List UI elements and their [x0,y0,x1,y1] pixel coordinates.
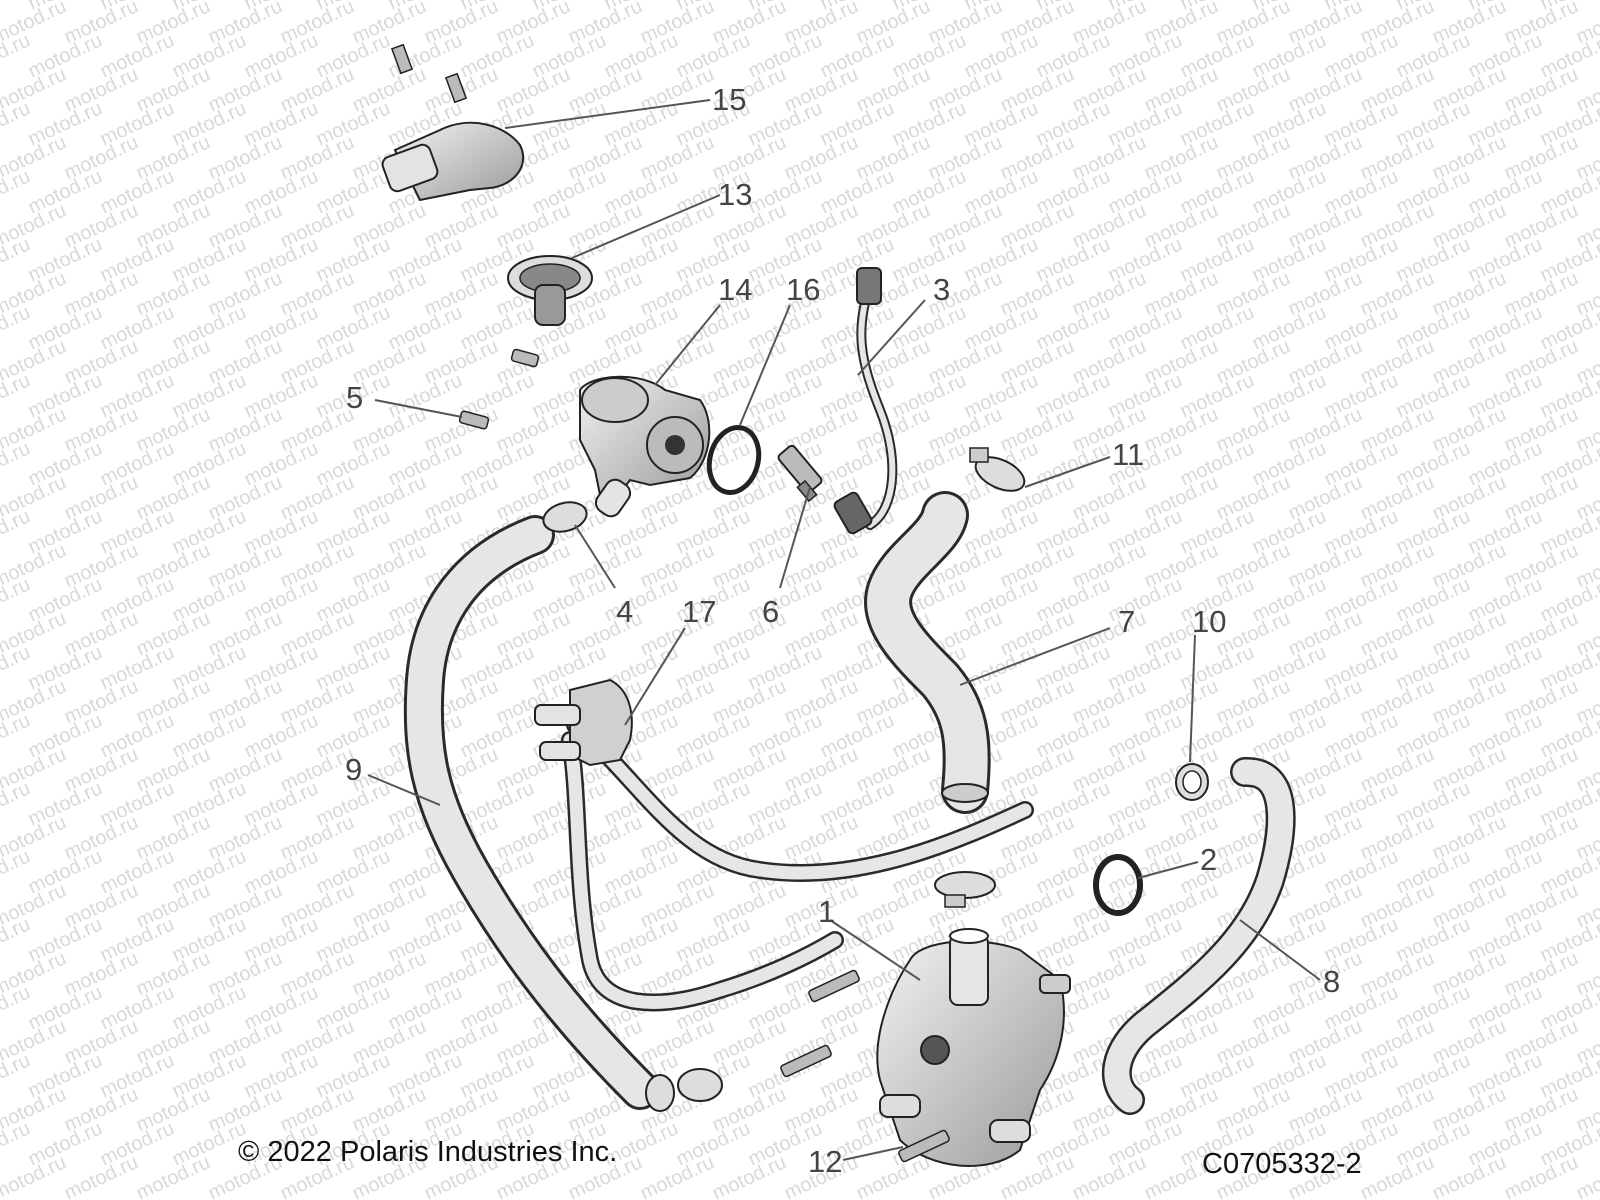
fitting-17 [534,678,633,767]
callout-16: 16 [786,272,820,307]
seal-ring-2 [1093,854,1143,916]
diagram-part-code: C0705332-2 [1202,1148,1362,1180]
hose-small-lower [561,731,844,1012]
watermark-text: motod.ru [0,981,34,1034]
callout-6: 6 [762,594,779,629]
wire-harness-3 [833,267,898,535]
leader-3 [857,299,926,376]
bolt-12 [898,1129,950,1163]
callout-8: 8 [1323,964,1340,999]
bolt-pump-b [780,1044,832,1078]
callout-4: 4 [616,594,633,629]
thermostat-housing-14 [579,375,711,502]
clamp-pump [934,871,996,908]
clamp-4 [542,501,588,533]
clamp-lower [677,1068,723,1102]
callout-9: 9 [345,752,362,787]
thermostat-13 [507,255,593,326]
callout-11: 11 [1112,437,1144,472]
bolt-top-b [444,72,468,104]
callout-10: 10 [1192,604,1226,639]
hose-stub [594,478,632,518]
hose-8 [1102,757,1296,1115]
watermark-text: motod.ru [0,165,34,218]
leader-lines [367,99,1321,1161]
leader-7 [959,627,1111,686]
watermark-text: motod.ru [0,1117,34,1170]
leader-8 [1239,919,1321,981]
leader-11 [1024,456,1111,488]
bolt-small-a [510,348,540,368]
leader-14 [654,304,721,386]
callout-1: 1 [818,894,835,929]
watermark-text: motod.ru [0,437,34,490]
clamp-10 [1175,763,1209,801]
watermark-text: motod.ru [0,777,34,830]
thermostat-cover-15 [381,121,525,202]
hose-7 [864,491,991,814]
leader-4 [574,524,616,589]
temp-sensor-6 [777,444,823,503]
watermark-text: motod.ru [0,233,34,286]
watermark-text: motod.ru [0,97,34,150]
callout-5: 5 [346,380,363,415]
leader-16 [739,304,791,426]
callout-15: 15 [712,82,746,117]
leader-17 [624,627,686,726]
callout-7: 7 [1118,604,1135,639]
callout-17: 17 [682,594,716,629]
leader-1 [829,919,921,981]
callout-labels: 15 13 14 16 3 5 11 4 6 17 7 10 9 2 1 8 1… [345,82,1340,1179]
watermark-text: motod.ru [0,505,34,558]
bolt-pump-a [808,969,860,1003]
watermark-text: motod.ru [0,301,34,354]
watermark-text: motod.ru [0,573,34,626]
watermark-text: motod.ru [0,369,34,422]
bolt-top-a [390,43,414,75]
clamp-11 [969,447,1026,492]
watermark-text: motod.ru [0,845,34,898]
watermark-text: motod.ru [0,913,34,966]
o-ring-16 [706,425,762,495]
leader-5 [374,399,463,418]
leader-2 [1137,861,1199,879]
leader-6 [779,486,811,589]
leader-15 [504,99,711,129]
water-pump-1 [876,928,1071,1167]
callout-2: 2 [1200,842,1217,877]
leader-13 [571,194,721,259]
leader-10 [1189,634,1196,763]
callout-14: 14 [718,272,752,307]
watermark-text: motod.ru [0,641,34,694]
callout-13: 13 [718,177,752,212]
watermark-text: motod.ru [0,29,34,82]
watermark-text: motod.ru [1573,1151,1600,1200]
copyright-notice: © 2022 Polaris Industries Inc. [238,1136,618,1168]
leader-9 [367,774,441,806]
watermark-text: motod.ru [0,1049,34,1102]
hose-small-upper [566,716,1034,882]
leader-12 [842,1146,904,1161]
hose-9 [403,515,675,1112]
callout-12: 12 [808,1144,842,1179]
callout-3: 3 [933,272,950,307]
watermark-text: motod.ru [0,709,34,762]
